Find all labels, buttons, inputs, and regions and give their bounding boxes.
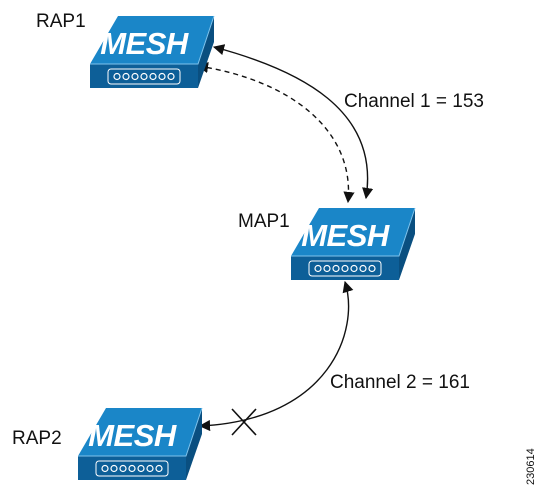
rap2-node: RAP2 MESH	[12, 407, 203, 481]
mesh-access-point-icon: MESH	[89, 15, 215, 89]
channel1-dashed-link	[196, 61, 355, 204]
map1-label: MAP1	[238, 211, 290, 232]
blocked-link-x-icon	[231, 408, 257, 436]
channel1-solid-link	[212, 44, 374, 200]
rap1-device-text: MESH	[100, 26, 189, 61]
mesh-access-point-icon: MESH	[290, 207, 416, 281]
channel2-label: Channel 2 = 161	[330, 372, 470, 393]
channel1-label: Channel 1 = 153	[344, 91, 484, 112]
rap1-node: RAP1 MESH	[36, 11, 215, 89]
rap1-label: RAP1	[36, 11, 86, 32]
channel2-link	[198, 280, 354, 432]
rap2-label: RAP2	[12, 428, 62, 449]
figure-id: 230614	[525, 448, 537, 485]
map1-device-text: MESH	[301, 218, 390, 253]
mesh-access-point-icon: MESH	[77, 407, 203, 481]
rap2-device-text: MESH	[88, 418, 177, 453]
map1-node: MAP1 MESH	[238, 207, 416, 281]
